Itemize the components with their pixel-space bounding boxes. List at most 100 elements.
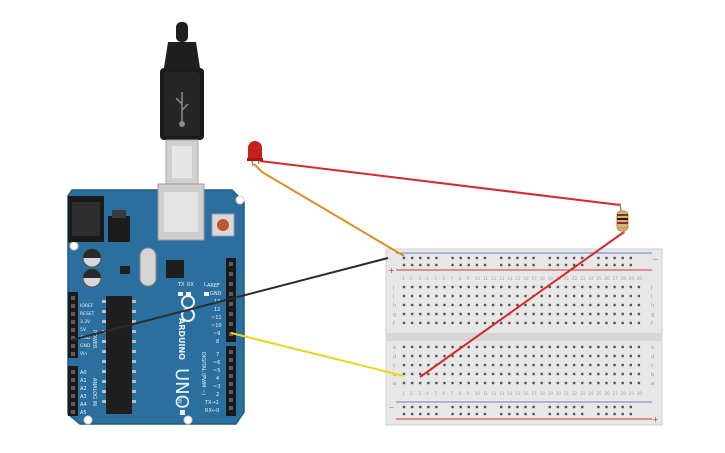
breadboard-hole[interactable] — [597, 312, 600, 316]
breadboard-hole[interactable] — [467, 285, 470, 289]
breadboard-hole[interactable] — [500, 354, 503, 358]
breadboard-hole[interactable] — [524, 312, 527, 316]
breadboard-hole[interactable] — [427, 285, 430, 289]
breadboard-hole[interactable] — [556, 381, 560, 385]
breadboard-hole[interactable] — [435, 294, 438, 298]
breadboard-hole[interactable] — [572, 354, 576, 358]
breadboard-hole[interactable] — [548, 381, 551, 385]
wire-led-to-resistor[interactable] — [259, 160, 621, 206]
breadboard-hole[interactable] — [629, 412, 632, 416]
breadboard-hole[interactable] — [613, 256, 616, 260]
breadboard-hole[interactable] — [435, 381, 438, 385]
breadboard-hole[interactable] — [451, 312, 454, 316]
breadboard-hole[interactable] — [605, 363, 608, 367]
breadboard-hole[interactable] — [419, 285, 422, 289]
breadboard-hole[interactable] — [508, 321, 511, 325]
arduino-uno-board[interactable]: TX RX L ARDUINO UNO ON AREF GND 13 12 — [67, 183, 245, 425]
reset-button[interactable] — [211, 213, 235, 237]
breadboard-hole[interactable] — [613, 363, 616, 367]
breadboard-hole[interactable] — [597, 363, 600, 367]
breadboard-hole[interactable] — [435, 412, 438, 416]
breadboard-hole[interactable] — [532, 285, 535, 289]
breadboard-hole[interactable] — [410, 263, 414, 267]
wire-resistor-to-breadboard[interactable] — [419, 231, 625, 378]
breadboard-hole[interactable] — [410, 294, 414, 298]
breadboard-hole[interactable] — [572, 312, 576, 316]
breadboard-hole[interactable] — [516, 372, 519, 376]
breadboard-hole[interactable] — [532, 312, 535, 316]
breadboard-hole[interactable] — [621, 321, 624, 325]
breadboard-hole[interactable] — [629, 263, 632, 267]
breadboard-hole[interactable] — [419, 321, 422, 325]
breadboard-hole[interactable] — [629, 303, 632, 307]
breadboard-hole[interactable] — [419, 412, 422, 416]
breadboard-hole[interactable] — [516, 405, 519, 409]
breadboard-hole[interactable] — [508, 263, 511, 267]
breadboard-hole[interactable] — [581, 345, 584, 349]
breadboard-hole[interactable] — [572, 285, 576, 289]
breadboard-hole[interactable] — [427, 412, 430, 416]
breadboard-hole[interactable] — [410, 354, 414, 358]
breadboard-hole[interactable] — [581, 412, 584, 416]
breadboard-hole[interactable] — [572, 294, 576, 298]
breadboard-hole[interactable] — [637, 363, 641, 367]
breadboard-hole[interactable] — [483, 412, 487, 416]
breadboard-hole[interactable] — [564, 363, 568, 367]
breadboard-hole[interactable] — [427, 345, 430, 349]
breadboard-hole[interactable] — [637, 285, 641, 289]
breadboard-hole[interactable] — [540, 381, 543, 385]
breadboard-hole[interactable] — [589, 381, 592, 385]
breadboard-hole[interactable] — [467, 321, 470, 325]
breadboard-hole[interactable] — [524, 412, 527, 416]
breadboard-hole[interactable] — [508, 303, 511, 307]
breadboard-hole[interactable] — [524, 294, 527, 298]
breadboard-hole[interactable] — [508, 285, 511, 289]
breadboard-hole[interactable] — [500, 303, 503, 307]
breadboard-hole[interactable] — [532, 381, 535, 385]
breadboard-hole[interactable] — [621, 372, 624, 376]
breadboard-hole[interactable] — [451, 354, 454, 358]
breadboard-hole[interactable] — [500, 412, 503, 416]
breadboard-hole[interactable] — [556, 372, 560, 376]
breadboard-hole[interactable] — [435, 354, 438, 358]
breadboard-hole[interactable] — [410, 256, 414, 260]
breadboard-hole[interactable] — [419, 372, 422, 376]
breadboard-hole[interactable] — [605, 381, 608, 385]
breadboard-hole[interactable] — [532, 405, 535, 409]
breadboard-hole[interactable] — [605, 256, 608, 260]
breadboard-hole[interactable] — [581, 294, 584, 298]
breadboard-hole[interactable] — [427, 372, 430, 376]
breadboard-hole[interactable] — [402, 381, 406, 385]
breadboard-hole[interactable] — [459, 303, 462, 307]
breadboard-hole[interactable] — [491, 312, 495, 316]
breadboard-hole[interactable] — [459, 294, 462, 298]
breadboard-hole[interactable] — [613, 345, 616, 349]
breadboard-hole[interactable] — [540, 354, 543, 358]
breadboard-hole[interactable] — [540, 303, 543, 307]
breadboard-hole[interactable] — [443, 285, 446, 289]
breadboard-hole[interactable] — [597, 412, 600, 416]
breadboard-hole[interactable] — [427, 381, 430, 385]
breadboard-hole[interactable] — [402, 321, 406, 325]
breadboard-hole[interactable] — [500, 372, 503, 376]
breadboard-hole[interactable] — [548, 354, 551, 358]
breadboard-hole[interactable] — [508, 405, 511, 409]
breadboard-hole[interactable] — [564, 312, 568, 316]
breadboard-hole[interactable] — [613, 285, 616, 289]
breadboard-hole[interactable] — [597, 381, 600, 385]
breadboard-hole[interactable] — [435, 345, 438, 349]
breadboard-hole[interactable] — [475, 285, 479, 289]
breadboard-hole[interactable] — [427, 263, 430, 267]
breadboard-hole[interactable] — [451, 303, 454, 307]
breadboard-hole[interactable] — [451, 372, 454, 376]
breadboard-hole[interactable] — [475, 321, 479, 325]
breadboard-hole[interactable] — [540, 294, 543, 298]
breadboard-hole[interactable] — [451, 363, 454, 367]
breadboard-hole[interactable] — [597, 354, 600, 358]
breadboard-hole[interactable] — [621, 303, 624, 307]
breadboard-hole[interactable] — [572, 263, 576, 267]
breadboard-hole[interactable] — [597, 285, 600, 289]
breadboard-hole[interactable] — [435, 285, 438, 289]
breadboard-hole[interactable] — [410, 412, 414, 416]
breadboard-hole[interactable] — [419, 354, 422, 358]
